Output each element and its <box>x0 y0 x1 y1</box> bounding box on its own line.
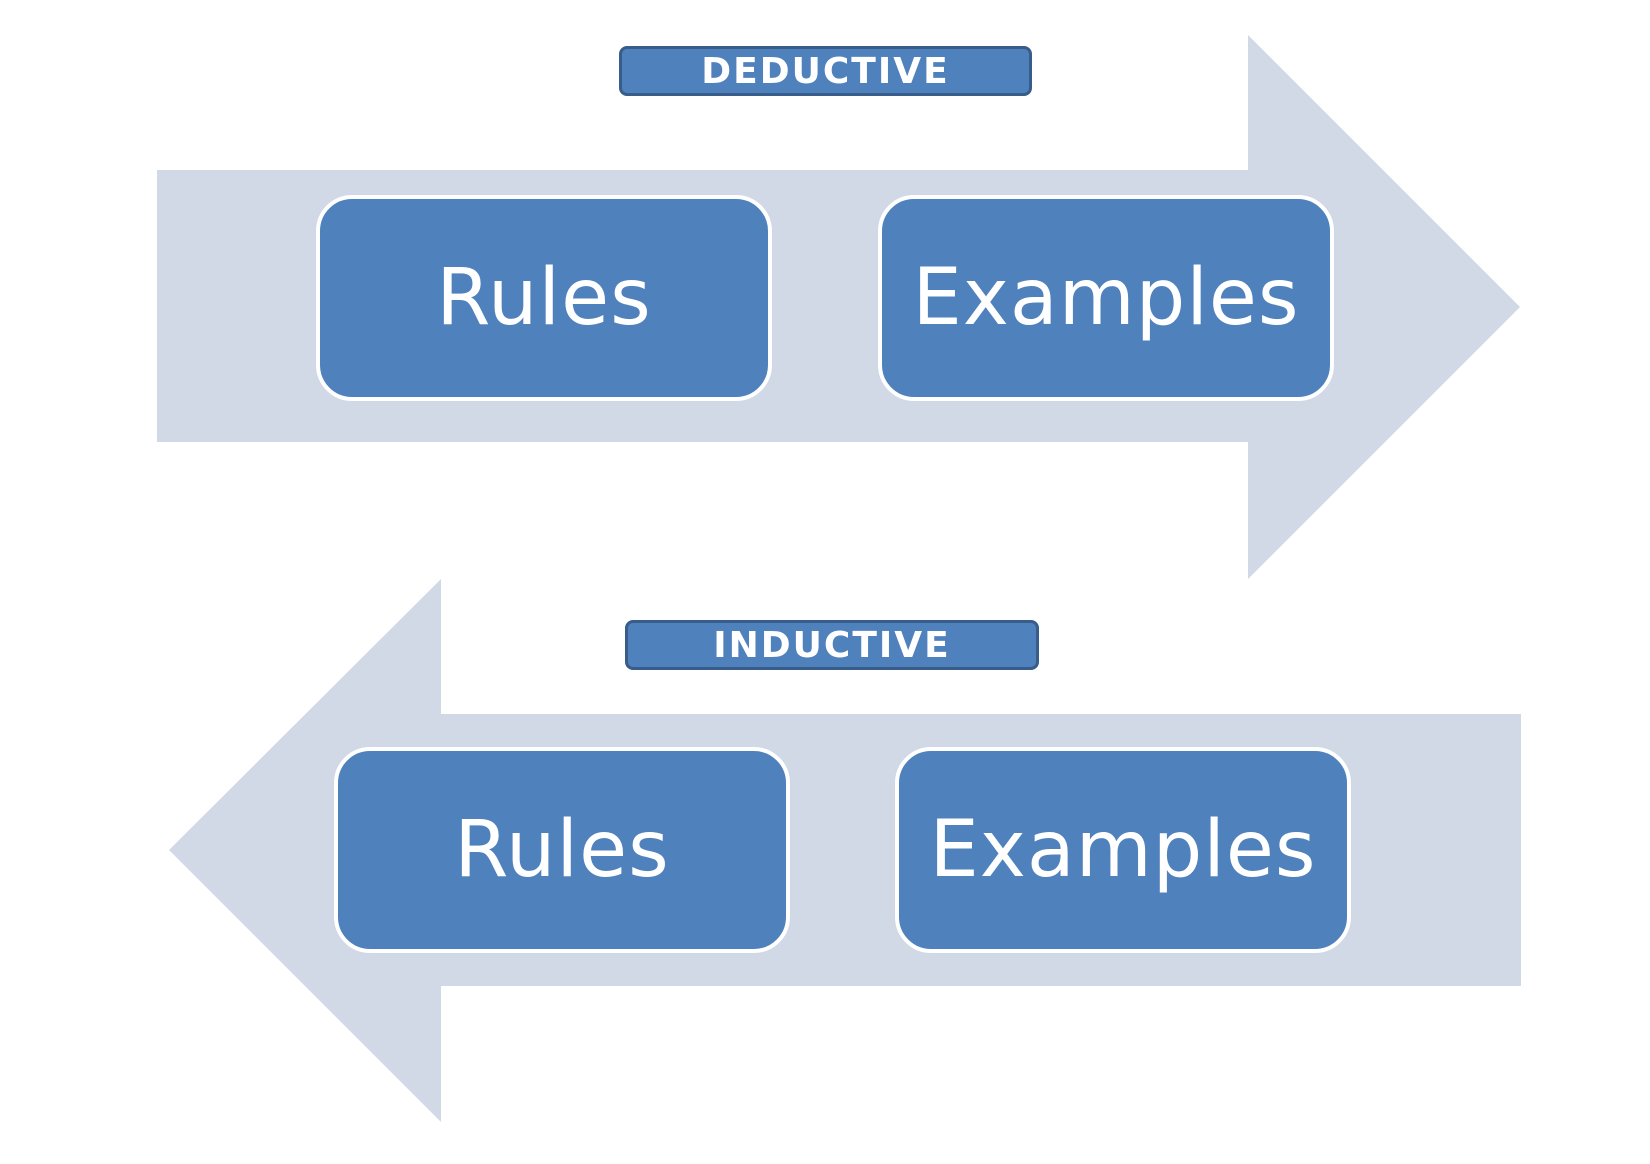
deductive-examples-label: Examples <box>912 253 1300 343</box>
inductive-label: INDUCTIVE <box>625 620 1039 670</box>
left-arrow <box>169 579 1521 1122</box>
inductive-rules-label: Rules <box>454 805 670 895</box>
inductive-examples-label: Examples <box>929 805 1317 895</box>
deductive-rules-box: Rules <box>316 195 772 401</box>
inductive-rules-box: Rules <box>334 747 790 953</box>
deductive-rules-label: Rules <box>436 253 652 343</box>
deductive-examples-box: Examples <box>878 195 1334 401</box>
right-arrow <box>157 35 1520 579</box>
inductive-examples-box: Examples <box>895 747 1351 953</box>
deductive-label: DEDUCTIVE <box>619 46 1032 96</box>
